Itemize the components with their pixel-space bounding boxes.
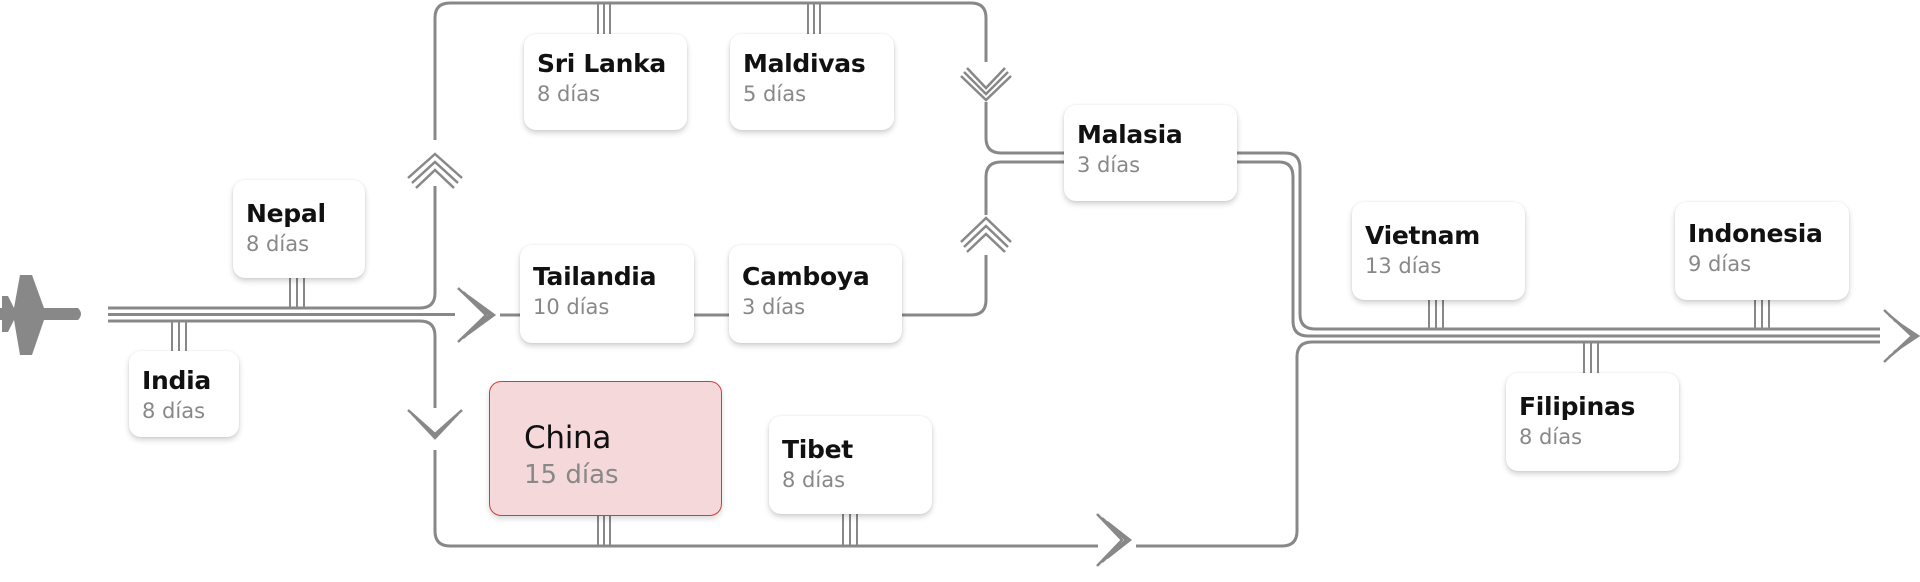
destination-camboya[interactable]: Camboya 3 días xyxy=(729,245,902,343)
destination-name: Indonesia xyxy=(1688,219,1823,248)
arrow-up-icon xyxy=(958,215,1016,255)
destination-china[interactable]: China 15 días xyxy=(489,381,722,516)
route-bottom xyxy=(108,319,1900,548)
destination-indonesia[interactable]: Indonesia 9 días xyxy=(1675,202,1849,300)
destination-days: 15 días xyxy=(524,460,619,490)
destination-name: Maldivas xyxy=(743,49,866,78)
destination-days: 3 días xyxy=(1077,153,1141,177)
destination-india[interactable]: India 8 días xyxy=(129,351,239,437)
destination-name: Nepal xyxy=(246,199,326,228)
destination-name: Malasia xyxy=(1077,120,1183,149)
destination-name: India xyxy=(142,366,211,395)
destination-name: Tailandia xyxy=(533,262,657,291)
destination-name: Camboya xyxy=(742,262,870,291)
route-top xyxy=(108,1,1066,310)
arrow-up-icon xyxy=(405,140,465,189)
destination-nepal[interactable]: Nepal 8 días xyxy=(233,180,365,278)
destination-days: 8 días xyxy=(1519,425,1583,449)
destination-maldivas[interactable]: Maldivas 5 días xyxy=(730,34,894,130)
arrow-down-icon xyxy=(405,408,465,450)
destination-tailandia[interactable]: Tailandia 10 días xyxy=(520,245,694,343)
route-malasia-out xyxy=(1237,151,1905,338)
destination-name: Tibet xyxy=(782,435,853,464)
route-middle xyxy=(108,160,1066,317)
destination-days: 5 días xyxy=(743,82,807,106)
arrow-right-icon xyxy=(1096,513,1136,574)
destination-sri-lanka[interactable]: Sri Lanka 8 días xyxy=(524,34,687,130)
arrow-right-icon xyxy=(1880,305,1920,367)
destination-days: 8 días xyxy=(782,468,846,492)
airplane-icon xyxy=(0,275,81,355)
arrow-right-icon xyxy=(455,285,497,345)
destination-days: 9 días xyxy=(1688,252,1752,276)
destination-days: 8 días xyxy=(537,82,601,106)
destination-vietnam[interactable]: Vietnam 13 días xyxy=(1352,202,1525,300)
destination-name: Filipinas xyxy=(1519,392,1636,421)
destination-malasia[interactable]: Malasia 3 días xyxy=(1064,105,1237,201)
destination-filipinas[interactable]: Filipinas 8 días xyxy=(1506,373,1679,471)
destination-name: Sri Lanka xyxy=(537,49,667,78)
destination-tibet[interactable]: Tibet 8 días xyxy=(769,416,932,514)
destination-days: 8 días xyxy=(246,232,310,256)
destination-days: 3 días xyxy=(742,295,806,319)
destination-name: Vietnam xyxy=(1365,221,1481,250)
destination-name: China xyxy=(524,420,612,456)
arrow-down-icon xyxy=(958,62,1016,102)
destination-days: 8 días xyxy=(142,399,206,423)
destination-days: 13 días xyxy=(1365,254,1442,278)
destination-days: 10 días xyxy=(533,295,610,319)
